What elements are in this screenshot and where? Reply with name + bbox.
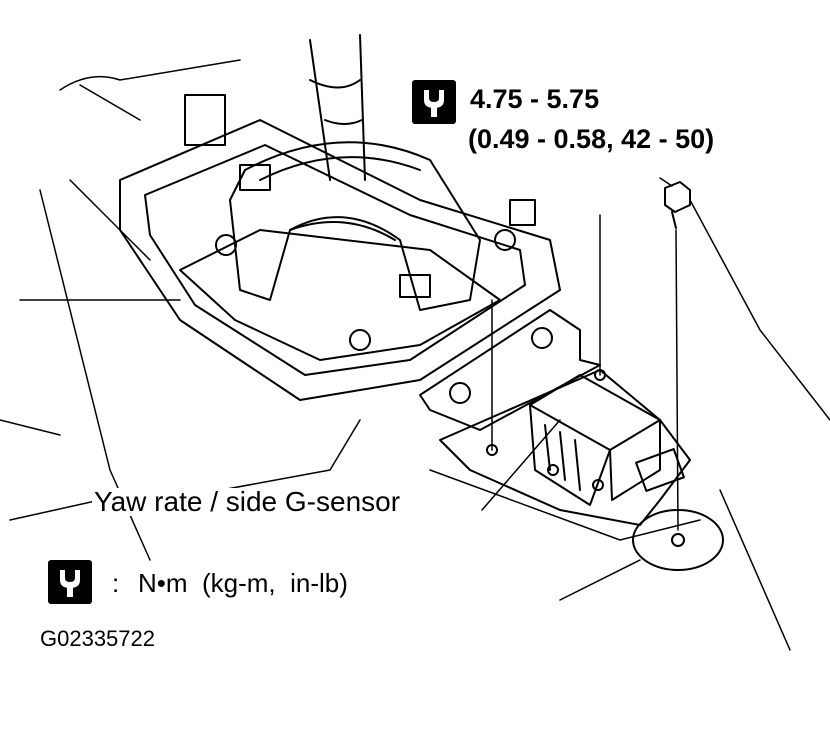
figure-id: G02335722 [40,626,155,651]
torque-alt-units: (0.49 - 0.58, 42 - 50) [468,124,715,154]
component-label: Yaw rate / side G-sensor [92,486,403,517]
torque-value: 4.75 - 5.75 [470,84,600,114]
legend-torque-icon [48,560,92,604]
legend-separator: : [112,568,120,598]
surround-bolts [215,229,553,404]
legend-units: N•m (kg-m, in-lb) [138,568,348,598]
torque-wrench-icon [412,80,456,124]
yaw-sensor-body [529,374,685,506]
mounting-bolt [664,181,691,229]
gate-cover [229,141,481,311]
leader-lines [481,177,679,531]
shifter-surround [119,119,561,401]
floor-panel-lines [0,59,830,651]
sensor-bracket [419,309,691,526]
connectors [184,94,536,298]
shift-lever [309,34,366,181]
